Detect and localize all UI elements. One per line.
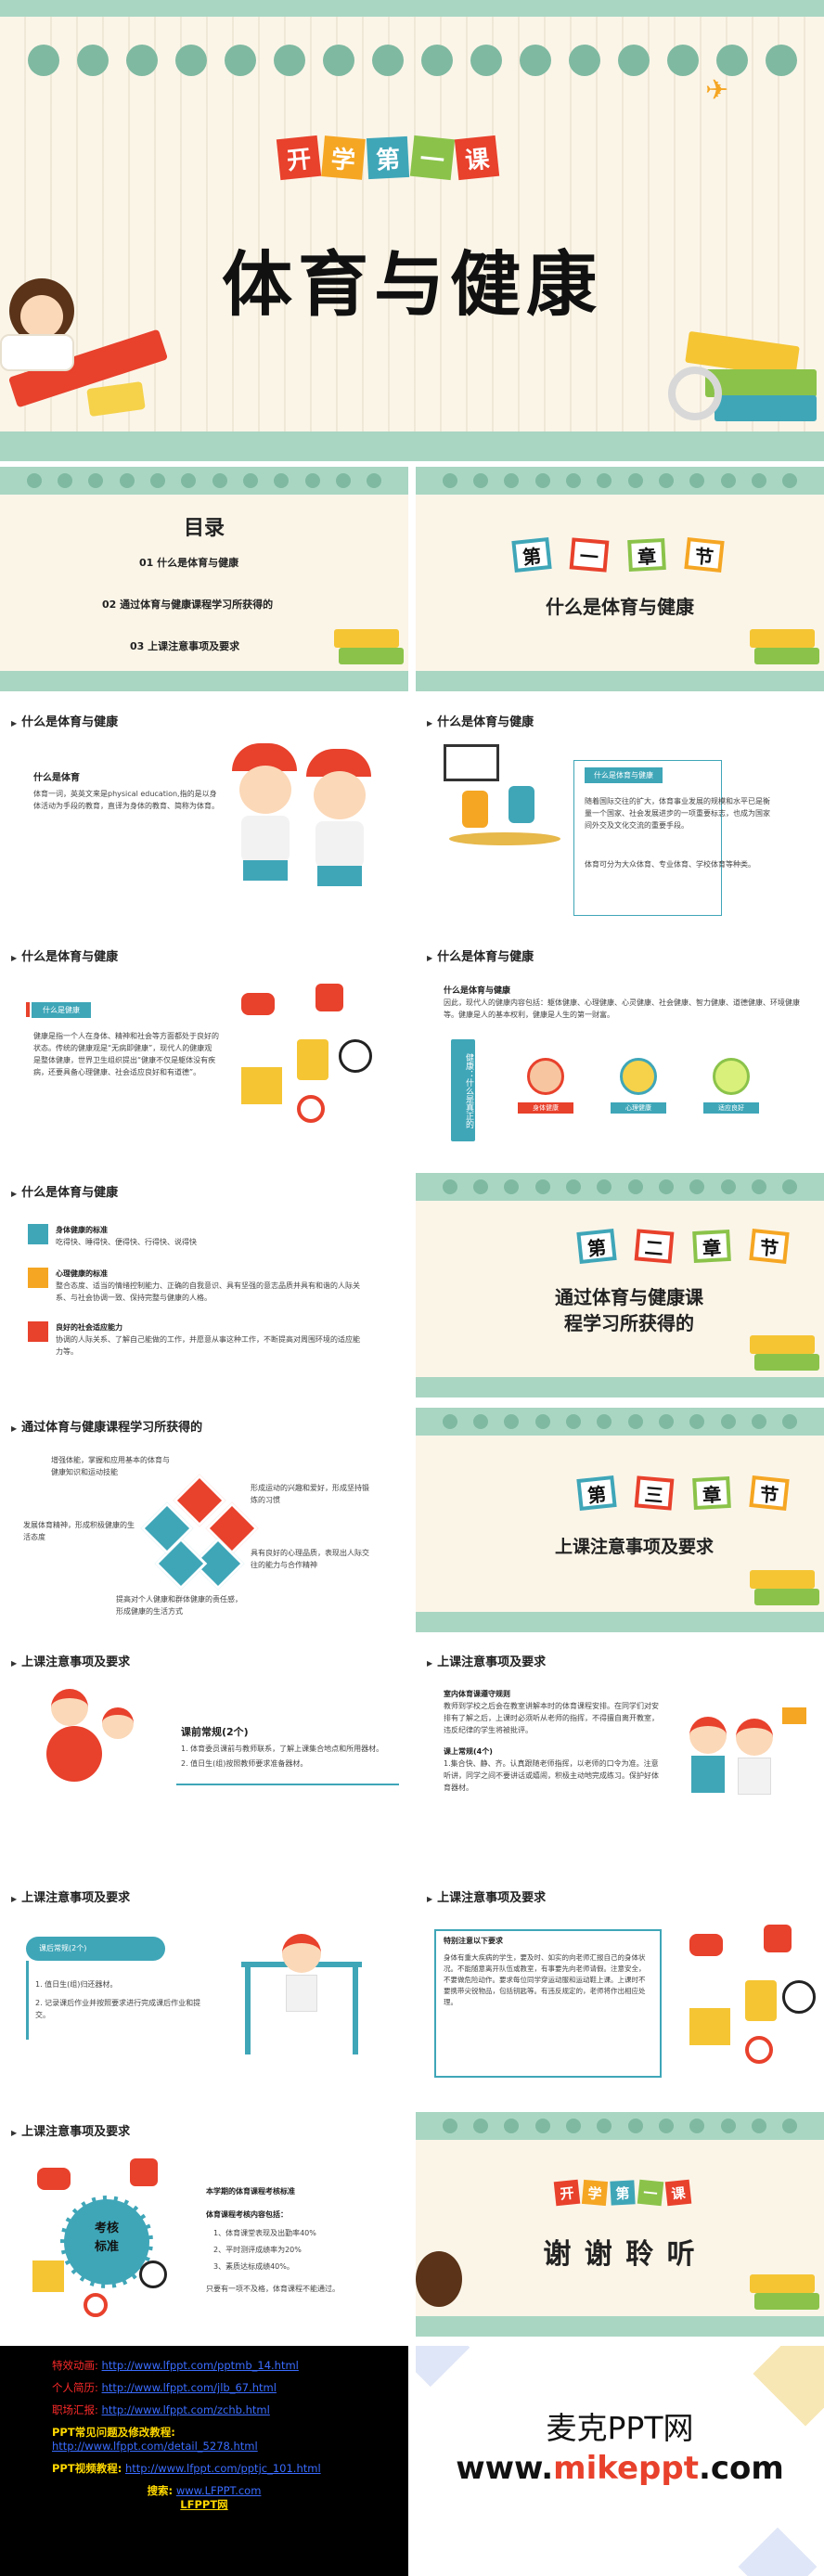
promo-links-panel: 特效动画: http://www.lfppt.com/pptmb_14.html… xyxy=(0,2346,408,2576)
site-name[interactable]: LFPPT网 xyxy=(180,2498,228,2511)
bullet-text: 随着国际交往的扩大，体育事业发展的规模和水平已是衡量一个国家、社会发展进步的一项… xyxy=(585,797,770,830)
thanks-tags: 开 学 第 一 课 xyxy=(553,2179,692,2207)
brand-name: 麦克PPT网 xyxy=(546,2410,694,2446)
kids-with-flag-illustration xyxy=(680,1707,810,1810)
slide-subtitle: 什么是体育 xyxy=(33,773,80,783)
books-illustration xyxy=(750,1335,815,1354)
chapter-tags: 第 二 章 节 xyxy=(576,1229,790,1264)
toc-title: 目录 xyxy=(183,517,225,540)
slide-learning-outcomes[interactable]: 通过体育与健康课程学习所获得的 增强体能，掌握和应用基本的体育与健康知识和运动技… xyxy=(0,1408,408,1632)
kid-on-bar-illustration xyxy=(241,1934,362,2054)
flower-diagram xyxy=(140,1474,259,1591)
toc-item[interactable]: 01 什么是体育与健康 xyxy=(139,557,239,569)
chapter-title: 上课注意事项及要求 xyxy=(555,1537,715,1557)
slide-after-class[interactable]: 上课注意事项及要求 课后常规(2个) 1. 值日生(组)归还器材。 2. 记录课… xyxy=(0,1878,408,2103)
chapter-tags: 第 一 章 节 xyxy=(511,537,725,573)
thanks-title: 谢 谢 聆 听 xyxy=(543,2238,697,2271)
slide-header: 什么是体育与健康 xyxy=(427,712,534,729)
kids-with-ball-illustration xyxy=(37,1689,139,1819)
toc-item[interactable]: 02 通过体育与健康课程学习所获得的 xyxy=(102,599,274,611)
bottom-band xyxy=(0,431,824,461)
slide-sports-overview[interactable]: 什么是体育与健康 什么是体育与健康 随着国际交往的扩大，体育事业发展的规模和水平… xyxy=(416,702,824,927)
slide-header: 上课注意事项及要求 xyxy=(427,1652,546,1669)
chapter-title: 通过体育与健康课 xyxy=(555,1286,703,1308)
books-illustration xyxy=(334,629,399,648)
slide-assessment[interactable]: 上课注意事项及要求 考核 标准 本学期的体育课程考核标准 体育课程考核内容包括：… xyxy=(0,2112,408,2337)
health-icon-body: 身体健康 xyxy=(518,1058,573,1114)
sports-equipment-illustration xyxy=(680,1915,819,2073)
slide-header: 通过体育与健康课程学习所获得的 xyxy=(11,1417,202,1435)
standard-icon xyxy=(28,1224,48,1244)
promo-link[interactable]: www.LFPPT.com xyxy=(175,2484,262,2497)
books-illustration xyxy=(750,1570,815,1589)
bullet-text: 体育可分为大众体育、专业体育、学校体育等种类。 xyxy=(585,860,755,869)
cover-tag: 一 xyxy=(409,135,456,181)
box-label: 什么是体育与健康 xyxy=(585,767,663,783)
cover-tag: 第 xyxy=(366,135,410,180)
slide-header: 上课注意事项及要求 xyxy=(427,1887,546,1905)
standard-icon xyxy=(28,1321,48,1342)
slide-special-notes[interactable]: 上课注意事项及要求 特别注意以下要求 身体有重大疾病的学生，要及时、如实的向老师… xyxy=(416,1878,824,2103)
chapter2-slide[interactable]: 第 二 章 节 通过体育与健康课 程学习所获得的 xyxy=(416,1173,824,1397)
brand-url[interactable]: www.mikeppt.com xyxy=(456,2450,784,2487)
toc-item[interactable]: 03 上课注意事项及要求 xyxy=(130,640,240,652)
thanks-slide[interactable]: 开 学 第 一 课 谢 谢 聆 听 xyxy=(416,2112,824,2337)
cover-tag: 学 xyxy=(321,135,366,180)
side-label: 健康：什么是真正的 xyxy=(451,1039,475,1141)
cover-title: 体育与健康 xyxy=(222,243,602,326)
slide-header: 什么是体育与健康 xyxy=(11,712,118,729)
chapter3-slide[interactable]: 第 三 章 节 上课注意事项及要求 xyxy=(416,1408,824,1632)
kid-on-pencil-illustration xyxy=(0,278,169,418)
books-illustration xyxy=(750,629,815,648)
slide-header: 上课注意事项及要求 xyxy=(11,2121,130,2139)
magnifier-icon xyxy=(668,367,722,420)
slide-body: 因此，现代人的健康内容包括：躯体健康、心理健康、心灵健康、社会健康、智力健康、道… xyxy=(444,998,800,1019)
assessment-badge: 考核 标准 xyxy=(28,2158,186,2317)
chapter1-slide[interactable]: 第 一 章 节 什么是体育与健康 xyxy=(416,467,824,691)
slide-header: 上课注意事项及要求 xyxy=(11,1652,130,1669)
slide-header: 上课注意事项及要求 xyxy=(11,1887,130,1905)
slide-what-is-health[interactable]: 什么是体育与健康 什么是健康 健康是指一个人在身体、精神和社会等方面都处于良好的… xyxy=(0,937,408,1162)
health-icon-mind: 心理健康 xyxy=(611,1058,666,1114)
box-label: 什么是健康 xyxy=(32,1002,91,1018)
slide-header: 什么是体育与健康 xyxy=(427,947,534,964)
slide-health-standards[interactable]: 什么是体育与健康 身体健康的标准 吃得快、睡得快、便得快、行得快、说得快 心理健… xyxy=(0,1173,408,1397)
sports-equipment-illustration xyxy=(232,974,390,1141)
kid-illustration xyxy=(416,2251,462,2307)
slide-header: 什么是体育与健康 xyxy=(11,1182,118,1200)
chapter-title: 什么是体育与健康 xyxy=(546,596,694,618)
slide-header: 什么是体育与健康 xyxy=(11,947,118,964)
slide-body: 体育一词，英英文来是physical education,指的是以身体活动为手段… xyxy=(33,790,219,810)
top-band xyxy=(0,0,824,17)
slide-body: 健康是指一个人在身体、精神和社会等方面都处于良好的状态。传统的健康观是“无病即健… xyxy=(33,1032,219,1076)
promo-link[interactable]: http://www.lfppt.com/pptmb_14.html xyxy=(101,2359,299,2372)
pill-label: 课后常规(2个) xyxy=(26,1937,165,1961)
cover-slide[interactable]: 开 学 第 一 课 体育与健康 ✈ xyxy=(0,0,824,461)
health-icon-adapt: 适应良好 xyxy=(703,1058,759,1114)
cover-tag: 课 xyxy=(454,135,500,181)
toc-slide[interactable]: 目录 01 什么是体育与健康 02 通过体育与健康课程学习所获得的 03 上课注… xyxy=(0,467,408,691)
brand-panel: 麦克PPT网 www.mikeppt.com xyxy=(416,2346,824,2576)
paper-plane-icon: ✈ xyxy=(705,74,729,107)
books-illustration xyxy=(750,2274,815,2293)
cover-tags: 开 学 第 一 课 xyxy=(276,135,500,181)
promo-link[interactable]: http://www.lfppt.com/detail_5278.html xyxy=(52,2440,258,2453)
standard-icon xyxy=(28,1268,48,1288)
cover-tag: 开 xyxy=(276,135,322,181)
slide-subtitle: 课前常规(2个) xyxy=(181,1726,249,1738)
chapter-title: 程学习所获得的 xyxy=(564,1312,694,1334)
slide-in-class[interactable]: 上课注意事项及要求 室内体育课遵守规则 教师到学校之后会在教室讲解本时的体育课程… xyxy=(416,1642,824,1867)
slide-health-types[interactable]: 什么是体育与健康 什么是体育与健康 因此，现代人的健康内容包括：躯体健康、心理健… xyxy=(416,937,824,1162)
slide-subtitle: 什么是体育与健康 xyxy=(444,986,511,996)
running-kids-illustration xyxy=(223,740,380,907)
slide-before-class[interactable]: 上课注意事项及要求 课前常规(2个) 1. 体育委员课前与教师联系，了解上课集合… xyxy=(0,1642,408,1867)
promo-link[interactable]: http://www.lfppt.com/jlb_67.html xyxy=(101,2381,277,2394)
promo-link[interactable]: http://www.lfppt.com/zchb.html xyxy=(101,2403,270,2416)
chapter-tags: 第 三 章 节 xyxy=(576,1475,790,1511)
promo-link[interactable]: http://www.lfppt.com/pptjc_101.html xyxy=(124,2462,321,2475)
basketball-hoop-illustration xyxy=(444,744,499,781)
binder-holes xyxy=(0,45,824,76)
slide-what-is-sports[interactable]: 什么是体育与健康 什么是体育 体育一词，英英文来是physical educat… xyxy=(0,702,408,927)
